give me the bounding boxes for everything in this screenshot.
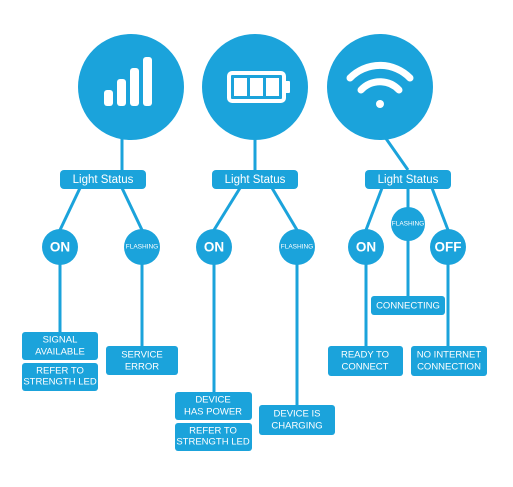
state-flashing-node: FLASHING [391, 207, 425, 241]
state-flashing-node: FLASHING [279, 229, 315, 265]
status-box: DEVICE IS CHARGING [259, 405, 335, 435]
status-box-line: HAS POWER [184, 407, 242, 418]
status-box: REFER TO STRENGTH LED [175, 423, 252, 451]
status-box-line: CHARGING [271, 421, 322, 432]
state-flashing-node: FLASHING [124, 229, 160, 265]
status-box-line: CONNECTION [417, 362, 481, 373]
state-flashing-label: FLASHING [392, 221, 425, 228]
status-box-line: REFER TO [36, 366, 84, 377]
state-on-label: ON [50, 240, 70, 255]
status-box-line: SERVICE [121, 350, 163, 361]
state-on-node: ON [42, 229, 78, 265]
status-box-line: STRENGTH LED [23, 377, 97, 388]
group-signal: Light Status ON FLASHING SIGNAL AVAILABL… [22, 34, 184, 391]
light-status-pill: Light Status [60, 170, 146, 189]
state-on-label: ON [204, 240, 224, 255]
state-flashing-label: FLASHING [126, 244, 159, 251]
light-status-label: Light Status [225, 174, 286, 186]
status-box-line: CONNECTING [376, 301, 440, 312]
signal-bars-icon [104, 57, 152, 106]
light-status-pill: Light Status [365, 170, 451, 189]
status-box-line: SIGNAL [43, 335, 78, 346]
light-status-label: Light Status [73, 174, 134, 186]
status-box-line: STRENGTH LED [176, 437, 250, 448]
wifi-icon-circle [327, 34, 433, 140]
status-box-line: CONNECT [342, 362, 389, 373]
state-on-node: ON [348, 229, 384, 265]
status-box-line: REFER TO [189, 426, 237, 437]
battery-icon [227, 71, 290, 103]
wifi-icon [346, 61, 414, 108]
state-on-node: ON [196, 229, 232, 265]
status-box-line: DEVICE IS [274, 409, 321, 420]
status-box: CONNECTING [371, 296, 445, 315]
state-on-label: ON [356, 240, 376, 255]
status-box-line: NO INTERNET [417, 350, 482, 361]
group-battery: Light Status ON FLASHING DEVICE HAS POWE… [175, 34, 335, 451]
status-box-line: ERROR [125, 362, 159, 373]
light-status-label: Light Status [378, 174, 439, 186]
status-box-line: DEVICE [195, 395, 230, 406]
status-box: READY TO CONNECT [328, 346, 403, 376]
state-flashing-label: FLASHING [281, 244, 314, 251]
status-box: NO INTERNET CONNECTION [411, 346, 487, 376]
status-box: SIGNAL AVAILABLE [22, 332, 98, 360]
status-box: REFER TO STRENGTH LED [22, 363, 98, 391]
status-box: SERVICE ERROR [106, 346, 178, 375]
status-box: DEVICE HAS POWER [175, 392, 252, 420]
state-off-label: OFF [435, 240, 462, 255]
state-off-node: OFF [430, 229, 466, 265]
status-box-line: AVAILABLE [35, 347, 85, 358]
status-box-line: READY TO [341, 350, 389, 361]
light-status-pill: Light Status [212, 170, 298, 189]
group-wifi: Light Status ON FLASHING OFF CONNECTING … [327, 34, 487, 376]
